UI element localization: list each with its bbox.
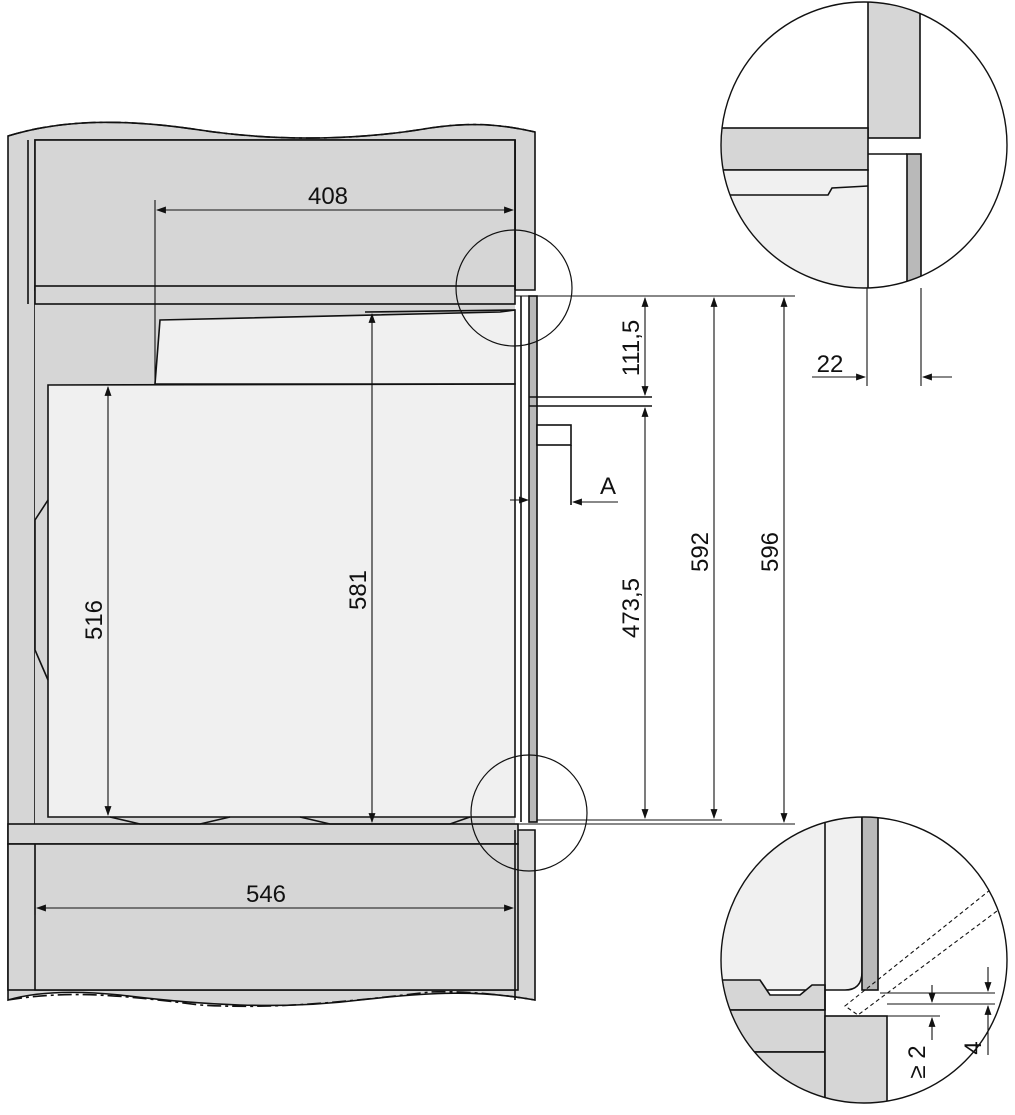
- dimension-592: 592: [687, 297, 718, 819]
- marker-a-label: A: [600, 473, 616, 500]
- bottom-shelf: [7, 823, 519, 845]
- dim-22-label: 22: [817, 351, 844, 378]
- dim-4-label: 4: [960, 1041, 987, 1054]
- dimension-516: 516: [81, 386, 112, 816]
- dim-546-label: 546: [246, 881, 286, 908]
- dimension-473-5: 473,5: [618, 407, 649, 819]
- top-shelf: [34, 285, 516, 305]
- dimension-408: 408: [156, 183, 514, 214]
- oven: [34, 309, 516, 825]
- dim-ge2-label: ≥ 2: [904, 1045, 931, 1078]
- dimension-581: 581: [345, 313, 376, 823]
- detail-bottom: ≥ 2 4: [720, 816, 1008, 1104]
- dim-408-label: 408: [308, 183, 348, 210]
- detail-top: 22: [720, 1, 1008, 386]
- oven-door: [520, 295, 652, 823]
- reference-lines: [34, 200, 795, 915]
- marker-a: A: [510, 473, 618, 506]
- dim-473-5-label: 473,5: [618, 578, 645, 638]
- dim-111-5-label: 111,5: [618, 320, 645, 377]
- dim-592-label: 592: [687, 532, 714, 572]
- dimension-596: 596: [757, 297, 788, 823]
- dimension-111-5: 111,5: [618, 297, 649, 396]
- dim-596-label: 596: [757, 532, 784, 572]
- dim-516-label: 516: [81, 600, 108, 640]
- detail-circle-top: [455, 229, 573, 347]
- dimension-546: 546: [36, 881, 514, 912]
- dim-581-label: 581: [345, 570, 372, 610]
- detail-circle-bottom: [470, 754, 588, 872]
